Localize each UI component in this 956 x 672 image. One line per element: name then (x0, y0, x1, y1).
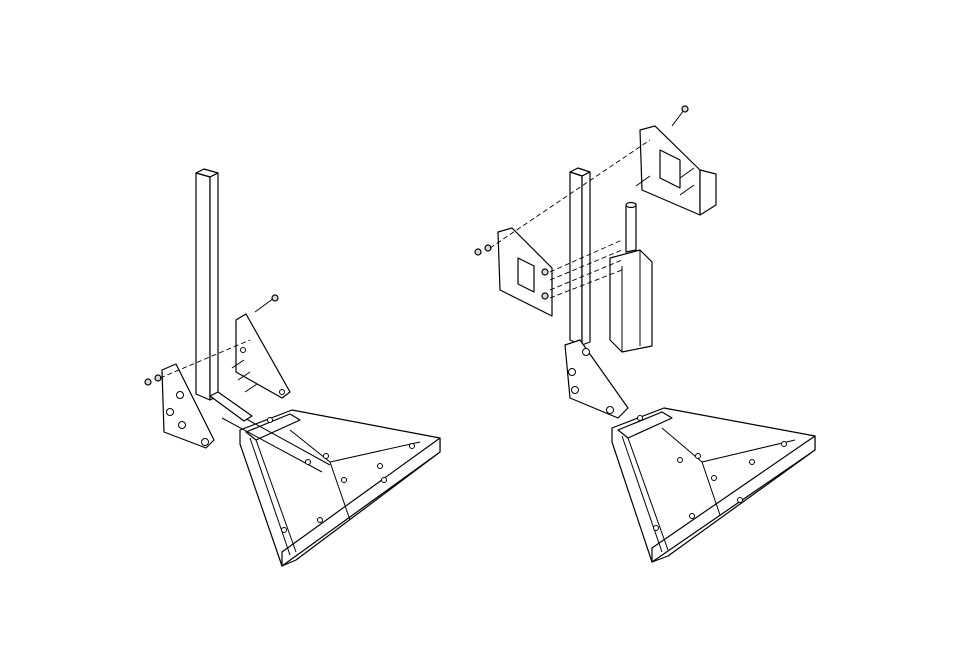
front-mount-plate (474, 227, 553, 317)
vertical-post (569, 167, 591, 346)
right-gusset-plate (235, 313, 291, 399)
rear-mount-plate (635, 105, 717, 216)
base-frame (221, 409, 441, 567)
cylinder (609, 201, 653, 353)
gusset-plate (564, 339, 629, 419)
left-assembly (144, 168, 441, 567)
vertical-post (195, 168, 253, 422)
left-gusset-plate (161, 363, 215, 449)
base-holes (637, 415, 787, 531)
base-frame (611, 407, 816, 563)
right-assembly (474, 105, 816, 563)
base-holes (267, 417, 415, 533)
bolts (144, 294, 279, 393)
